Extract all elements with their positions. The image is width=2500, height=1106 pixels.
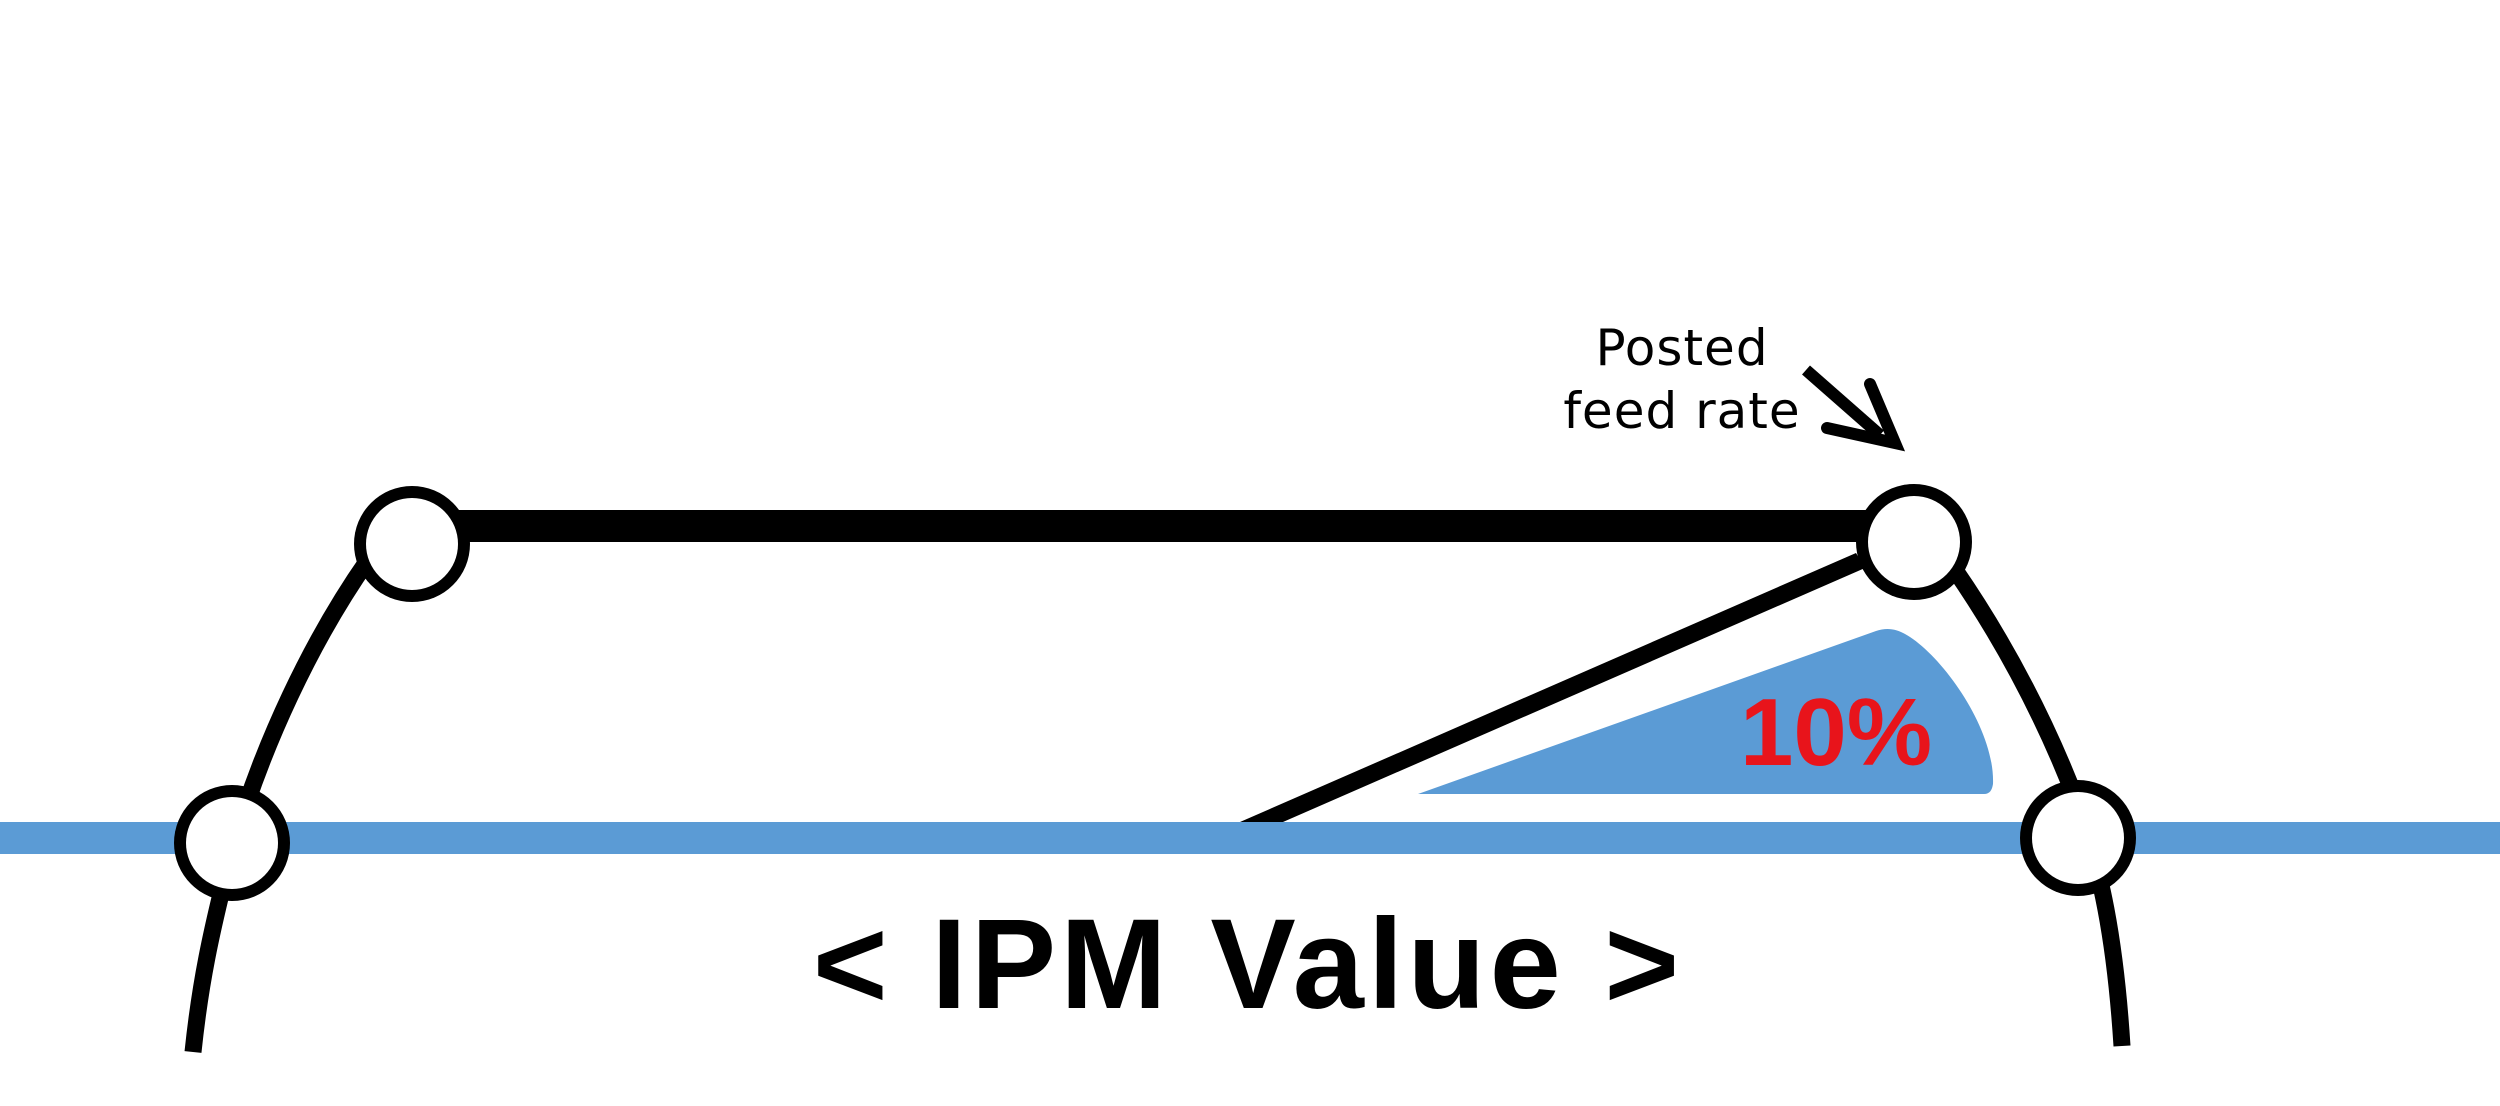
percent-wedge: [1418, 629, 1994, 794]
annotation-line2: feed rate: [1563, 382, 1800, 440]
annotation-line1: Posted: [1595, 319, 1768, 377]
node-left-top-inner: [366, 498, 458, 590]
node-right-bottom-inner: [2032, 792, 2124, 884]
arrow-down-right-icon: [1802, 365, 1906, 452]
node-left-bottom-inner: [186, 797, 278, 889]
axis-label: < IPM Value >: [813, 893, 1683, 1036]
override-line: [1240, 553, 1865, 822]
node-right-top-inner: [1868, 496, 1960, 588]
percent-label: 10%: [1740, 679, 1932, 786]
